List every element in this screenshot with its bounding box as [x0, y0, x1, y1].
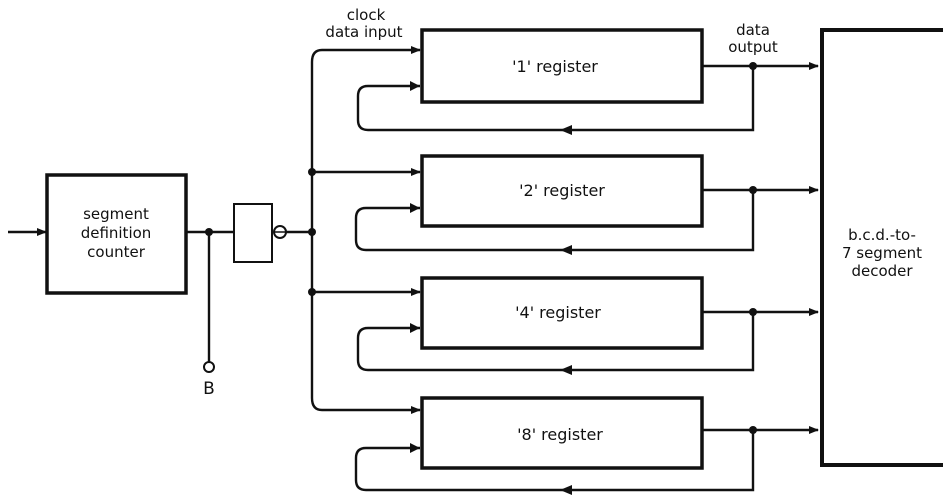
feedback-arrow — [410, 443, 420, 453]
register-4: '4' register — [356, 276, 819, 375]
segment-definition-counter-box — [45, 173, 188, 295]
register-2: '2' register — [354, 154, 819, 255]
register-8-feedback — [354, 430, 755, 492]
feedback-arrow — [560, 245, 572, 255]
register-2-label: '2' register — [519, 181, 605, 200]
decoder-label-line-3: decoder — [851, 262, 913, 280]
inverter-box — [233, 203, 273, 263]
register-1: '1' register — [356, 28, 819, 135]
register-4-label: '4' register — [515, 303, 601, 322]
register-2-box — [420, 154, 704, 228]
register-4-feedback — [356, 312, 755, 372]
decoder-label-line-2: 7 segment — [842, 244, 922, 262]
feedback-arrow — [560, 485, 572, 495]
terminal-b-circle — [203, 361, 215, 373]
feedback-arrow — [560, 125, 572, 135]
register-8: '8' register — [354, 396, 819, 495]
decoder-box — [820, 28, 943, 467]
counter-label-line-2: definition — [81, 224, 152, 242]
clock-bus — [310, 48, 323, 412]
register-2-feedback — [354, 190, 755, 252]
decoder-label-line-1: b.c.d.-to- — [848, 226, 916, 244]
register-1-feedback — [356, 66, 755, 132]
output-label-line-2: output — [728, 38, 778, 56]
register-8-label: '8' register — [517, 425, 603, 444]
feedback-arrow — [410, 323, 420, 333]
feedback-arrow — [410, 81, 420, 91]
terminal-b-label: B — [203, 379, 215, 399]
register-1-box — [420, 28, 704, 104]
output-label-line-1: data — [736, 21, 770, 39]
register-8-box — [420, 396, 704, 470]
register-4-box — [420, 276, 704, 350]
counter-label-line-3: counter — [87, 243, 146, 261]
feedback-arrow — [410, 203, 420, 213]
feedback-arrow — [560, 365, 572, 375]
register-1-label: '1' register — [512, 57, 598, 76]
clock-label-line-1: clock — [347, 6, 386, 24]
clock-label-line-2: data input — [325, 23, 402, 41]
junction-dot — [308, 168, 316, 176]
counter-label-line-1: segment — [83, 205, 149, 223]
junction-dot — [308, 288, 316, 296]
